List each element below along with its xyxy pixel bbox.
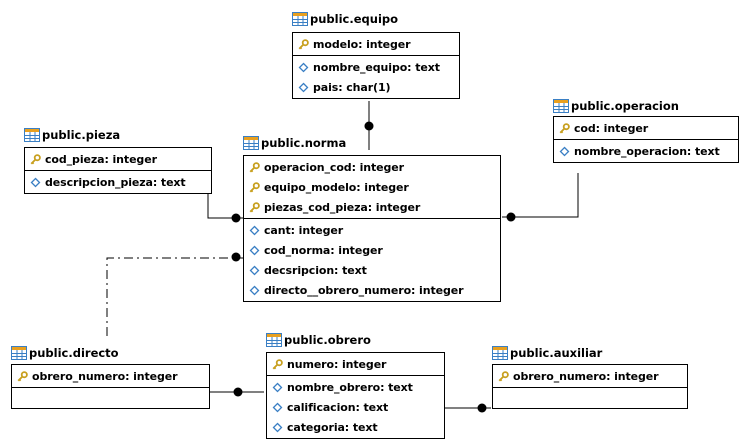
table-icon	[292, 12, 310, 26]
table-icon	[24, 128, 42, 142]
table-icon	[553, 99, 571, 113]
link-end-dot	[231, 252, 241, 262]
column-icon	[249, 225, 260, 235]
column[interactable]: descripcion_pieza: text	[25, 172, 211, 192]
column-label: calificacion: text	[287, 400, 389, 414]
column-icon	[272, 422, 283, 432]
primary-key-section: obrero_numero: integer	[12, 365, 209, 387]
column-label: categoria: text	[287, 420, 378, 434]
column-icon	[249, 245, 260, 255]
primary-key-column[interactable]: operacion_cod: integer	[244, 157, 500, 177]
column[interactable]: nombre_obrero: text	[267, 377, 444, 397]
column[interactable]: categoria: text	[267, 417, 444, 437]
table-icon	[492, 346, 510, 360]
link-end-dot	[233, 387, 243, 397]
column[interactable]: directo__obrero_numero: integer	[244, 280, 500, 300]
column-icon	[298, 62, 309, 72]
link-end-dot	[477, 403, 487, 413]
primary-key-column[interactable]: obrero_numero: integer	[493, 366, 687, 386]
column-label: piezas_cod_pieza: integer	[264, 200, 421, 214]
column-icon	[249, 265, 260, 275]
primary-key-column[interactable]: modelo: integer	[293, 34, 459, 54]
column-icon	[272, 402, 283, 412]
table-title: public.pieza	[42, 128, 121, 142]
column-label: modelo: integer	[313, 37, 411, 51]
column-label: equipo_modelo: integer	[264, 180, 409, 194]
column-label: cod_norma: integer	[264, 243, 383, 257]
column-label: obrero_numero: integer	[513, 369, 659, 383]
table-icon	[11, 346, 29, 360]
primary-key-column[interactable]: obrero_numero: integer	[12, 366, 209, 386]
primary-key-section: numero: integer	[267, 353, 444, 375]
column-icon	[272, 382, 283, 392]
columns-section: descripcion_pieza: text	[25, 170, 211, 193]
column[interactable]: nombre_equipo: text	[293, 57, 459, 77]
columns-section: nombre_operacion: text	[554, 139, 738, 162]
table-title: public.obrero	[284, 333, 371, 347]
table-icon	[266, 333, 284, 347]
primary-key-icon	[272, 358, 283, 369]
column-icon	[559, 146, 570, 156]
column-label: operacion_cod: integer	[264, 160, 404, 174]
table-icon	[243, 136, 261, 150]
column-label: directo__obrero_numero: integer	[264, 283, 464, 297]
table-title: public.norma	[261, 136, 347, 150]
primary-key-icon	[498, 370, 509, 381]
column-label: nombre_operacion: text	[574, 144, 720, 158]
table-title: public.directo	[29, 346, 119, 360]
link-end-dot	[506, 212, 516, 222]
column[interactable]: nombre_operacion: text	[554, 141, 738, 161]
primary-key-icon	[559, 122, 570, 133]
primary-key-column[interactable]: piezas_cod_pieza: integer	[244, 197, 500, 217]
columns-section: nombre_obrero: text calificacion: text cat…	[267, 375, 444, 438]
columns-section	[493, 387, 687, 408]
columns-section	[12, 387, 209, 408]
primary-key-icon	[249, 201, 260, 212]
table-title: public.auxiliar	[510, 346, 603, 360]
link-directo-norma	[106, 257, 244, 336]
columns-section: nombre_equipo: text pais: char(1)	[293, 55, 459, 98]
primary-key-section: cod_pieza: integer	[25, 148, 211, 170]
column-label: descripcion_pieza: text	[45, 175, 186, 189]
table-title: public.operacion	[571, 99, 679, 113]
column-label: cant: integer	[264, 223, 344, 237]
link-end-dot	[231, 213, 241, 223]
primary-key-icon	[249, 181, 260, 192]
table-title: public.equipo	[310, 12, 399, 26]
columns-section: cant: integer cod_norma: integer decsripci…	[244, 218, 500, 301]
column-icon	[298, 82, 309, 92]
column-label: pais: char(1)	[313, 80, 391, 94]
primary-key-column[interactable]: equipo_modelo: integer	[244, 177, 500, 197]
link-norma-operacion	[502, 173, 579, 218]
column-label: decsripcion: text	[264, 263, 367, 277]
column-icon	[249, 285, 260, 295]
column[interactable]: decsripcion: text	[244, 260, 500, 280]
primary-key-section: operacion_cod: integer equipo_modelo: int…	[244, 156, 500, 218]
column[interactable]: cant: integer	[244, 220, 500, 240]
column[interactable]: calificacion: text	[267, 397, 444, 417]
column-label: nombre_obrero: text	[287, 380, 413, 394]
primary-key-icon	[249, 161, 260, 172]
primary-key-icon	[30, 153, 41, 164]
primary-key-column[interactable]: cod_pieza: integer	[25, 149, 211, 169]
primary-key-icon	[17, 370, 28, 381]
link-norma-pieza	[207, 175, 244, 219]
link-end-dot	[364, 121, 374, 131]
column-label: numero: integer	[287, 357, 387, 371]
column-label: obrero_numero: integer	[32, 369, 178, 383]
column-label: cod_pieza: integer	[45, 152, 157, 166]
primary-key-column[interactable]: cod: integer	[554, 118, 738, 138]
primary-key-section: obrero_numero: integer	[493, 365, 687, 387]
primary-key-section: modelo: integer	[293, 33, 459, 55]
primary-key-column[interactable]: numero: integer	[267, 354, 444, 374]
column-icon	[30, 177, 41, 187]
column[interactable]: pais: char(1)	[293, 77, 459, 97]
primary-key-icon	[298, 38, 309, 49]
column-label: nombre_equipo: text	[313, 60, 440, 74]
column-label: cod: integer	[574, 121, 649, 135]
column[interactable]: cod_norma: integer	[244, 240, 500, 260]
primary-key-section: cod: integer	[554, 117, 738, 139]
